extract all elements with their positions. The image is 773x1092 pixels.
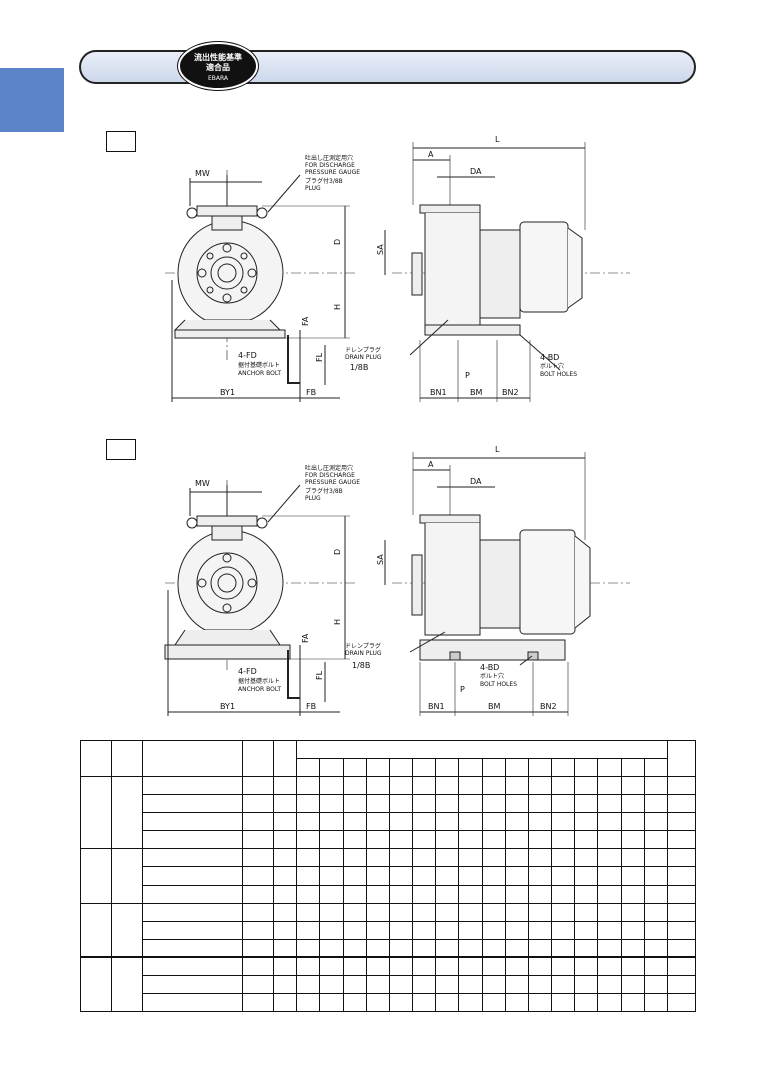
label-plug-en: PLUG [305,185,321,192]
label-drain-en: DRAIN PLUG [345,354,382,361]
table-row [81,992,697,1013]
badge-line1: 流出性能基準 [194,53,242,62]
dim-by1: BY1 [220,388,235,397]
dim-fb: FB [306,388,316,397]
dim-sa: SA [376,554,385,565]
label-drain-en: DRAIN PLUG [345,650,382,657]
dim-h: H [333,619,342,625]
table-row [81,920,697,940]
dim-bn2: BN2 [502,388,519,397]
table-row [81,830,697,850]
label-gauge-en2: PRESSURE GAUGE [305,479,360,486]
dim-da: DA [470,167,482,176]
dim-bn1: BN1 [430,388,447,397]
dim-da: DA [470,477,482,486]
side-view [384,452,630,716]
dim-p: P [465,371,470,380]
certification-badge: 流出性能基準 適合品 EBARA [178,42,258,90]
label-drain-size: 1/8B [350,363,368,372]
dim-bn1: BN1 [428,702,445,711]
dim-bm: BM [470,388,482,397]
label-bd: 4-BD [480,663,499,672]
label-drain-jp: ドレンプラグ [345,642,381,650]
badge-logo: EBARA [207,75,229,82]
label-bolt-jp: ボルト穴 [540,362,564,370]
label-gauge-jp: 吐出し圧測定用穴 [305,154,353,162]
dim-h: H [333,304,342,310]
table-row [81,974,697,994]
table-row [80,956,697,1013]
dim-mw: MW [195,169,210,178]
label-gauge-jp: 吐出し圧測定用穴 [305,464,353,472]
dim-fa: FA [301,633,310,643]
dim-bm: BM [488,702,500,711]
label-bolt-jp: ボルト穴 [480,672,504,680]
dim-fl: FL [315,670,324,680]
dim-d: D [333,239,342,245]
dim-p: P [460,685,465,694]
table-row [80,902,697,958]
table-row [80,776,697,850]
figure-label-box-2 [106,439,136,460]
header-bar [79,50,696,84]
front-view [165,170,355,402]
dim-a: A [428,460,434,469]
label-anchor-jp: 据付基礎ボルト [238,677,280,685]
table-row [81,812,697,832]
label-drain-size: 1/8B [352,661,370,670]
dim-fa: FA [301,316,310,326]
label-anchor-en: ANCHOR BOLT [238,686,281,693]
dim-fl: FL [315,352,324,362]
table-row [80,848,697,904]
section-tab [0,68,64,132]
front-view [164,480,355,716]
side-view [384,142,630,402]
label-gauge-en2: PRESSURE GAUGE [305,169,360,176]
label-plug-jp: プラグ付3/8B [305,177,343,185]
label-anchor-en: ANCHOR BOLT [238,370,281,377]
table-row [81,938,697,958]
dim-mw: MW [195,479,210,488]
badge-line2: 適合品 [206,63,230,72]
side-labels: L A DA SA BN1 BM BN2 P ドレンプラグ DRAIN PLUG… [345,445,557,711]
subheader-row [81,758,696,778]
dim-a: A [428,150,434,159]
label-drain-jp: ドレンプラグ [345,346,381,354]
side-labels: L A DA SA BN1 BM BN2 P ドレンプラグ DRAIN PLUG… [345,135,577,397]
front-labels: MW D H FA FL BY1 FB 4-FD 据付基礎ボルト ANCHOR … [195,464,360,711]
dimension-table [80,739,697,1013]
table-row [81,794,697,814]
label-gauge-en1: FOR DISCHARGE [305,472,355,479]
dim-l: L [495,135,500,144]
dim-by1: BY1 [220,702,235,711]
dim-fb: FB [306,702,316,711]
drawing-figure-2: MW D H FA FL BY1 FB 4-FD 据付基礎ボルト ANCHOR … [164,445,630,716]
table-row [81,884,697,904]
label-bolt-en: BOLT HOLES [480,681,517,688]
label-plug-en: PLUG [305,495,321,502]
dim-sa: SA [376,244,385,255]
dim-bn2: BN2 [540,702,557,711]
label-bd: 4-BD [540,353,559,362]
label-bolt-en: BOLT HOLES [540,371,577,378]
table-row [81,866,697,886]
label-anchor-jp: 据付基礎ボルト [238,361,280,369]
label-plug-jp: プラグ付3/8B [305,487,343,495]
dim-l: L [495,445,500,454]
label-gauge-en1: FOR DISCHARGE [305,162,355,169]
drawing-figure-1: MW D H FA FL BY1 FB 4-FD 据付基礎ボルト ANCHOR … [165,135,630,402]
label-fd: 4-FD [238,351,257,360]
label-fd: 4-FD [238,667,257,676]
header-row [80,739,697,778]
figure-label-box-1 [106,131,136,152]
front-labels: MW D H FA FL BY1 FB 4-FD 据付基礎ボルト ANCHOR … [195,154,360,397]
dim-d: D [333,549,342,555]
